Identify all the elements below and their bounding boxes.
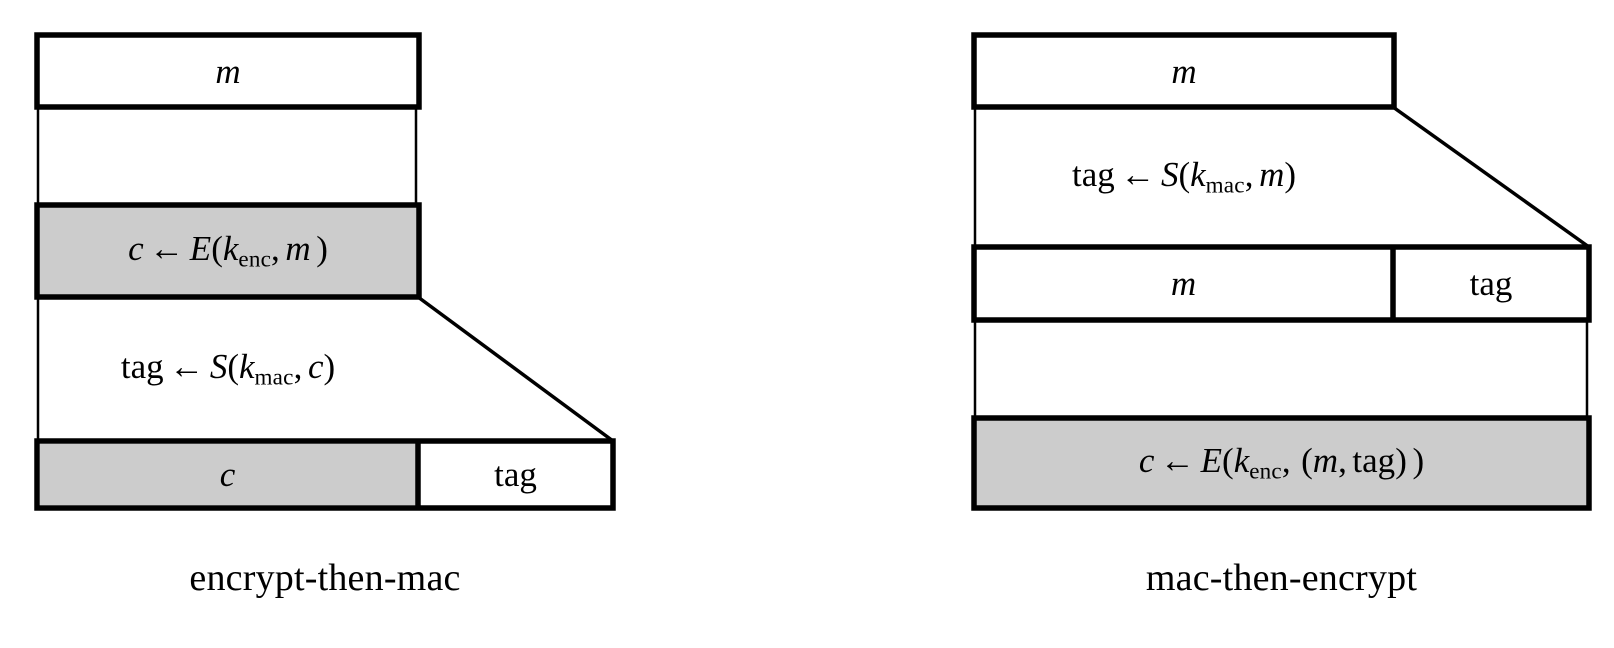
left-label-encrypt-text: c←E(kenc,m) (128, 229, 328, 272)
right-label-encrypt-text: c←E(kenc,(m,tag)) (1138, 441, 1425, 484)
left-label-mac: tag←S(kmac,c) (37, 297, 419, 441)
right-label-mac: tag←S(kmac,m) (974, 107, 1394, 247)
caption-mac-then-encrypt-text: mac-then-encrypt (1145, 557, 1418, 599)
left-box-encrypt (34, 202, 422, 300)
left-label-output-tag: tag (418, 441, 613, 508)
right-diagonal-expansion (1391, 105, 1591, 249)
assign-arrow-icon: ← (1120, 155, 1156, 195)
left-label-message-text: m (215, 51, 241, 91)
right-label-tagged-message: m (974, 247, 1393, 320)
right-box-encrypt (971, 415, 1592, 511)
assign-arrow-icon: ← (149, 229, 185, 269)
left-label-mac-text: tag←S(kmac,c) (120, 347, 336, 390)
diagram-encrypt-then-mac (34, 32, 616, 511)
right-label-message-text: m (1171, 51, 1197, 91)
right-box-message (971, 32, 1397, 110)
right-box-tagged (971, 244, 1592, 323)
diagram-mac-then-encrypt (971, 32, 1592, 511)
caption-encrypt-then-mac-text: encrypt-then-mac (189, 557, 461, 599)
right-label-encrypt: c←E(kenc,(m,tag)) (974, 418, 1589, 508)
caption-encrypt-then-mac: encrypt-then-mac (37, 548, 613, 608)
left-label-message: m (37, 35, 419, 107)
right-label-tagged-tag-text: tag (1469, 264, 1513, 303)
right-label-mac-text: tag←S(kmac,m) (1071, 155, 1296, 198)
left-diagonal-expansion (416, 295, 615, 443)
left-label-encrypt: c←E(kenc,m) (37, 205, 419, 297)
left-label-output-ciphertext: c (37, 441, 418, 508)
assign-arrow-icon: ← (169, 347, 205, 387)
caption-mac-then-encrypt: mac-then-encrypt (974, 548, 1589, 608)
right-label-tagged-tag: tag (1393, 247, 1589, 320)
left-label-output-tag-text: tag (494, 455, 537, 494)
left-label-output-ciphertext-text: c (219, 455, 236, 494)
right-label-message: m (974, 35, 1394, 107)
left-box-message (34, 32, 422, 110)
right-label-tagged-message-text: m (1170, 264, 1197, 303)
assign-arrow-icon: ← (1160, 441, 1196, 481)
left-cell-ciphertext-fill (40, 444, 416, 505)
